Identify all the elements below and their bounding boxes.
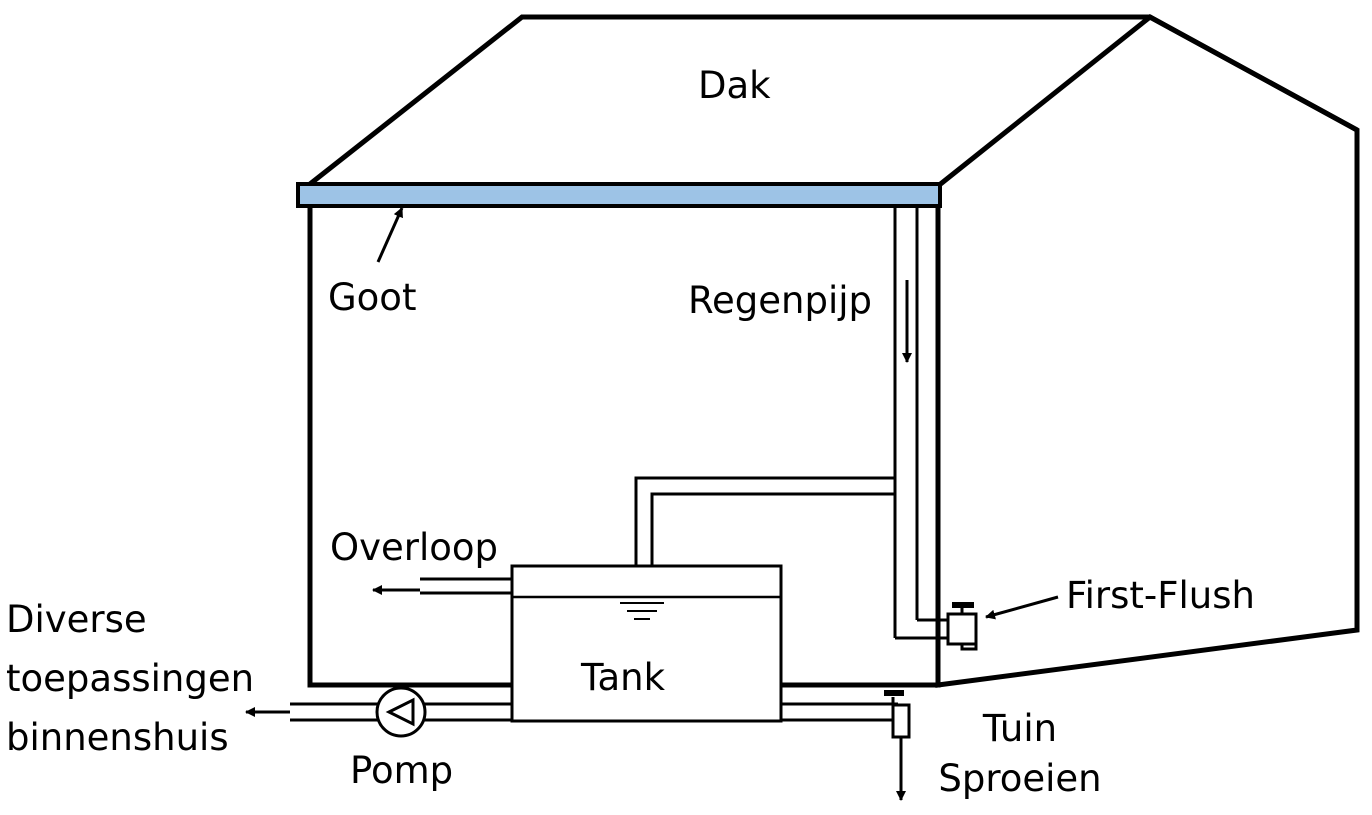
tank xyxy=(510,564,783,723)
garden-label: Tuin Sproeien xyxy=(932,704,1108,804)
tank-label: Tank xyxy=(581,656,666,699)
house-side-wall xyxy=(935,14,1360,688)
water-level-icon xyxy=(620,602,664,620)
first-flush-label: First-Flush xyxy=(1066,574,1255,617)
gutter-label: Goot xyxy=(328,276,417,319)
first-flush-valve-icon xyxy=(946,602,978,651)
first-flush-pointer-arrow xyxy=(985,595,1059,620)
indoor-uses-line-2: toepassingen xyxy=(6,657,255,700)
indoor-uses-line-3: binnenshuis xyxy=(6,716,229,759)
overflow-label: Overloop xyxy=(330,526,499,569)
garden-tap-icon xyxy=(884,690,911,739)
gutter-pointer-arrow xyxy=(376,207,404,263)
indoor-uses-line-1: Diverse xyxy=(6,598,147,641)
downpipe-label: Regenpijp xyxy=(688,279,873,322)
pump-label: Pomp xyxy=(350,749,454,792)
branch-pipe-outer xyxy=(634,476,895,567)
gutter xyxy=(296,182,942,208)
pump-icon xyxy=(375,686,427,738)
garden-line-2: Sproeien xyxy=(938,757,1102,800)
roof-label: Dak xyxy=(698,64,771,107)
garden-line-1: Tuin xyxy=(982,707,1058,750)
indoor-uses-label: Diverse toepassingen binnenshuis xyxy=(6,590,254,767)
branch-pipe-inner xyxy=(650,492,895,567)
